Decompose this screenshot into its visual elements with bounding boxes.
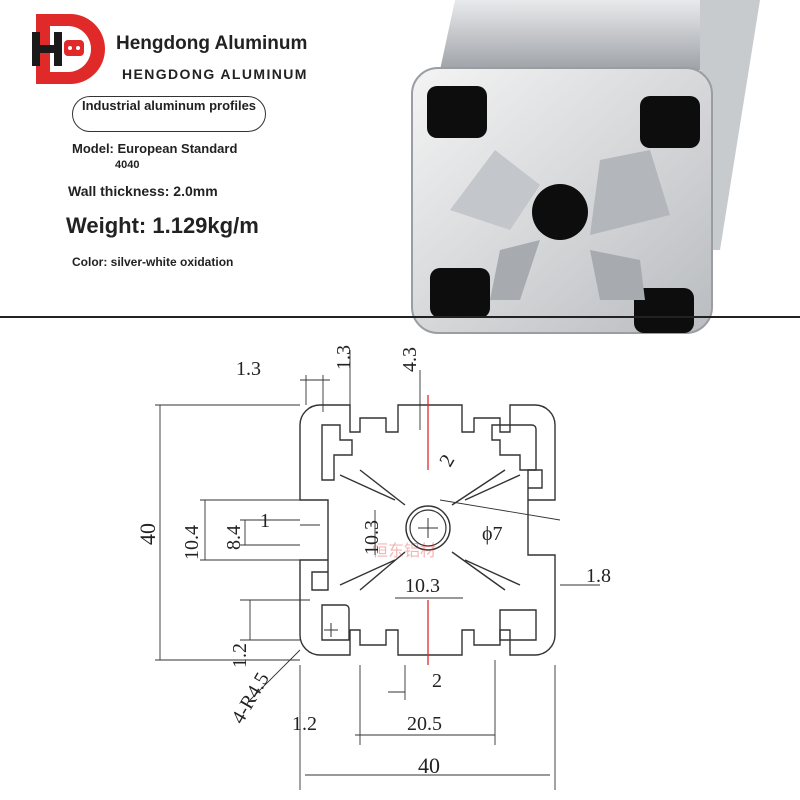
model-value: 4040 [115,159,140,171]
hengdong-logo [32,14,105,84]
dim-2-bottom: 2 [432,670,442,692]
profile-3d-image [411,0,760,334]
dim-phi7: ϕ7 [482,523,503,545]
weight: Weight: 1.129kg/m [66,213,259,238]
wall-thickness: Wall thickness: 2.0mm [68,183,218,199]
dim-1-8: 1.8 [586,565,611,587]
dim-4-3: 4.3 [399,347,421,372]
dim-40-v: 40 [135,523,160,545]
profile-outline [299,404,556,656]
brand-name: Hengdong Aluminum [116,33,308,54]
dimension-lines [155,350,600,790]
dim-1-2-v: 1.2 [229,643,251,668]
brand-name-caps: HENGDONG ALUMINUM [122,66,308,82]
dim-20-5: 20.5 [407,713,442,735]
dim-1-3-v: 1.3 [333,345,355,370]
product-title: Industrial aluminum profiles [72,96,266,132]
dim-1: 1 [260,510,270,532]
dim-2-slot: 2 [435,451,459,471]
dim-10-4: 10.4 [181,525,203,560]
watermark: 恒东铝材 [372,542,436,560]
section-divider [0,316,800,318]
dim-10-3-h: 10.3 [405,575,440,597]
dim-10-3-v: 10.3 [361,520,383,555]
dim-1-2-h: 1.2 [292,713,317,735]
dim-r45: 4-R4.5 [227,669,274,728]
color-spec: Color: silver-white oxidation [72,255,234,269]
center-marks [324,518,438,637]
model-label: Model: European Standard [72,141,238,156]
dim-1-3-h: 1.3 [236,358,261,380]
dim-8-4: 8.4 [223,525,245,550]
dim-40-h: 40 [418,753,440,778]
